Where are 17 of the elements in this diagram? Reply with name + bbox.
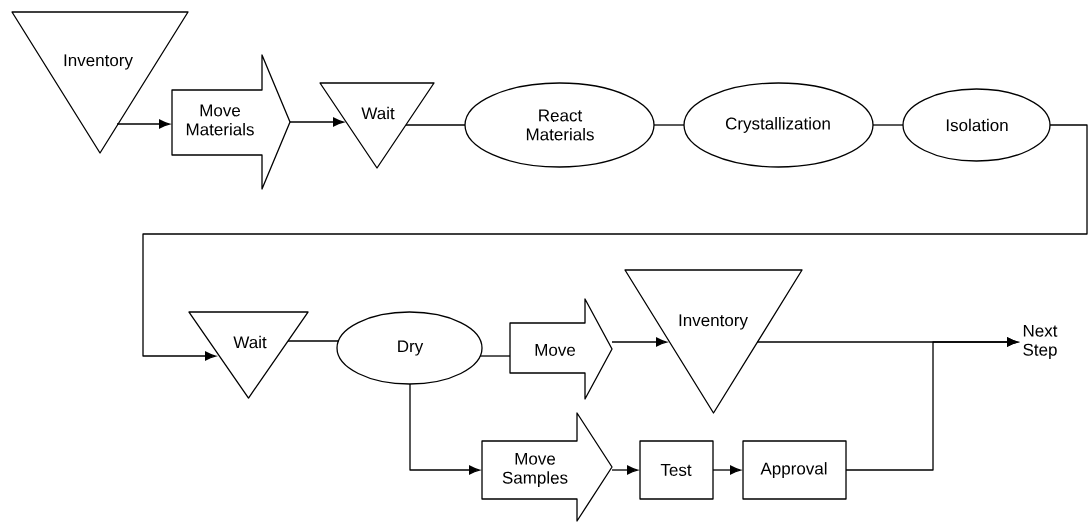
process-box: Approval [742, 440, 847, 500]
connector-arrow [845, 337, 1019, 471]
move-step-box: Move Materials [171, 54, 291, 190]
connector-arrow [611, 465, 639, 475]
connector-arrow [409, 383, 481, 475]
inventory-triangle: Inventory [624, 269, 803, 414]
move-step-box: Move [509, 298, 613, 400]
connector-arrow [611, 337, 668, 347]
process-box: Test [639, 440, 714, 500]
connector-arrow [116, 119, 171, 129]
move-step-box: Move Samples [481, 412, 613, 522]
node-label: Next Step [1023, 324, 1058, 360]
connector-arrow [289, 117, 345, 127]
connector-arrow [142, 124, 1088, 361]
inventory-triangle: Wait [188, 311, 309, 399]
inventory-triangle: Wait [319, 82, 435, 169]
connector-arrow [712, 465, 742, 475]
